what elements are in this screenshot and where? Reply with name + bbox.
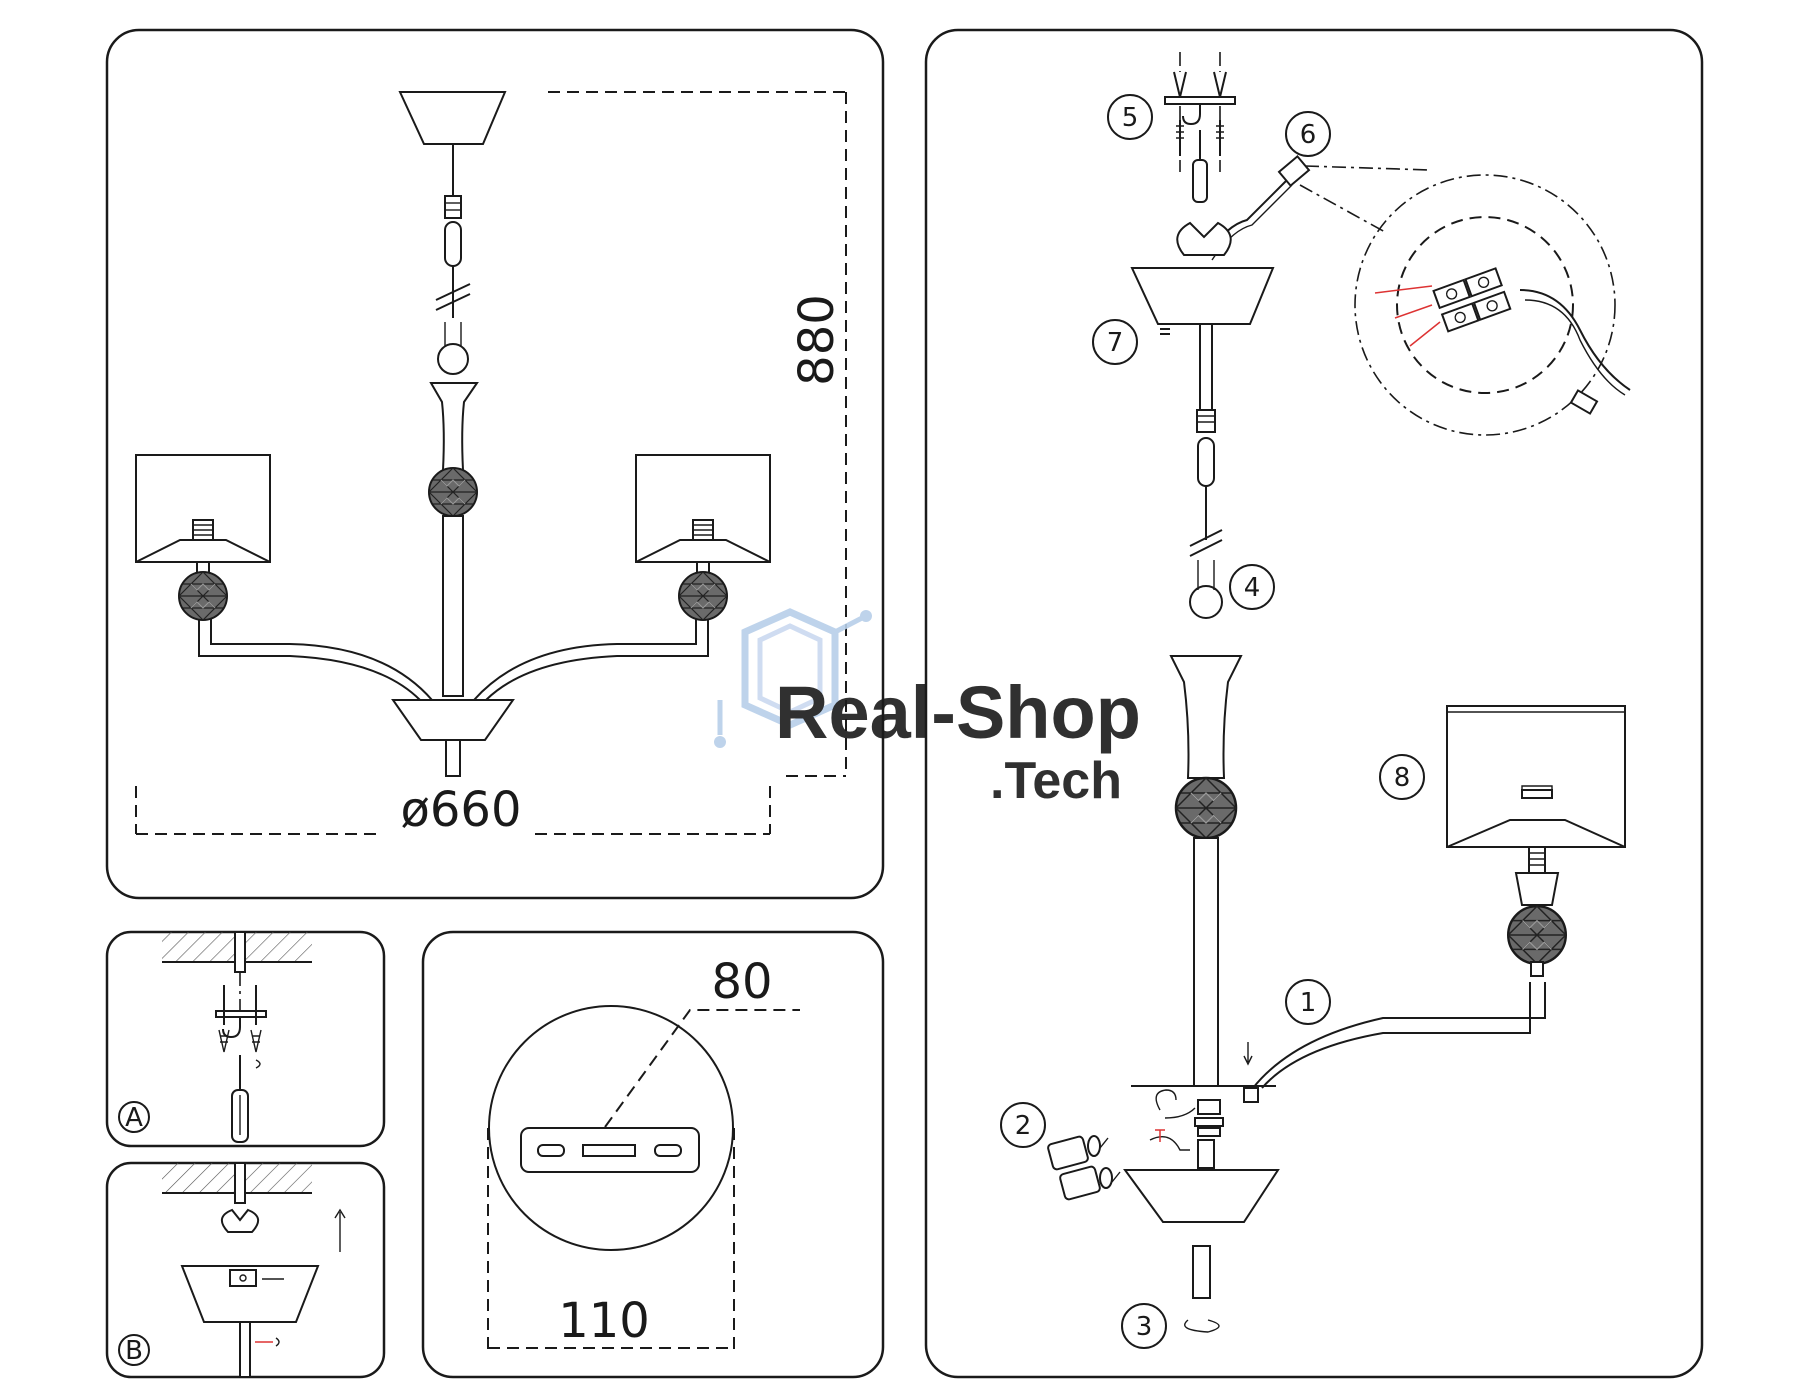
- screwdriver-icon: [1192, 130, 1208, 203]
- watermark: Real-Shop .Tech: [714, 608, 1141, 810]
- callout-4: 4: [1244, 573, 1261, 603]
- callout-2: 2: [1015, 1111, 1032, 1141]
- bottom-cup: [391, 699, 515, 741]
- crystal-ball-icon: [1174, 776, 1238, 840]
- hook-icon: [1182, 104, 1201, 126]
- callout-8: 8: [1394, 763, 1411, 793]
- plate-length-label: 80: [711, 954, 772, 1010]
- wire-detail-magnifier: [1354, 174, 1631, 436]
- lampshade: [1446, 705, 1626, 977]
- right-arm: [485, 618, 709, 701]
- mounting-plate-panel: 80 110: [421, 930, 885, 1379]
- screwdriver-icon: [231, 1055, 249, 1143]
- ceiling-hook-assembly: [1164, 52, 1236, 203]
- callout-7: 7: [1107, 328, 1124, 358]
- column-top: [1169, 655, 1243, 779]
- callout-6: 6: [1300, 120, 1317, 150]
- canopy: [180, 1265, 320, 1323]
- hook-icon: [215, 1010, 267, 1039]
- bottom-cup: [1123, 1169, 1280, 1223]
- callout-3: 3: [1136, 1312, 1153, 1342]
- step-b-label: B: [125, 1336, 143, 1366]
- step-a-label: A: [125, 1103, 143, 1133]
- callout-5: 5: [1122, 103, 1139, 133]
- left-lampshade: [135, 454, 271, 621]
- diameter-dimension: ø660: [135, 780, 771, 838]
- watermark-suffix: .Tech: [990, 752, 1122, 810]
- watermark-logo-icon: [714, 608, 872, 748]
- rotate-icon: [1184, 1319, 1220, 1333]
- ceiling-canopy: [398, 91, 507, 145]
- arrow-down-icon: [1243, 1042, 1253, 1066]
- diameter-label: ø660: [401, 782, 522, 838]
- mount-step-a-panel: A: [105, 930, 386, 1148]
- rotate-icon: [255, 1059, 261, 1069]
- height-label: 880: [789, 294, 845, 386]
- overview-panel: 880 ø660: [105, 28, 885, 900]
- mount-step-b-panel: B: [105, 1161, 386, 1379]
- watermark-name: Real-Shop: [775, 671, 1141, 754]
- crystal-ball-icon: [428, 467, 478, 517]
- left-arm: [198, 618, 421, 701]
- callout-1: 1: [1300, 988, 1317, 1018]
- crystal-ball-icon: [1507, 905, 1568, 966]
- screw-icon: [218, 985, 262, 1053]
- assembly-panel: 5 6: [924, 28, 1704, 1379]
- canopy: [1130, 267, 1275, 325]
- arrow-up-icon: [334, 1208, 346, 1252]
- crystal-ball-icon: [678, 571, 728, 621]
- finial: [1192, 1245, 1211, 1299]
- chain: [435, 221, 471, 375]
- crystal-ball-icon: [178, 571, 228, 621]
- arm: [1252, 982, 1546, 1089]
- mounting-plate: [520, 1127, 700, 1173]
- right-lampshade: [635, 454, 771, 621]
- screw-icon: [1160, 328, 1170, 335]
- plate-width-label: 110: [558, 1293, 650, 1349]
- height-dimension: 880: [548, 91, 847, 777]
- lamp-holders: [1047, 1089, 1224, 1201]
- chain: [1189, 323, 1223, 619]
